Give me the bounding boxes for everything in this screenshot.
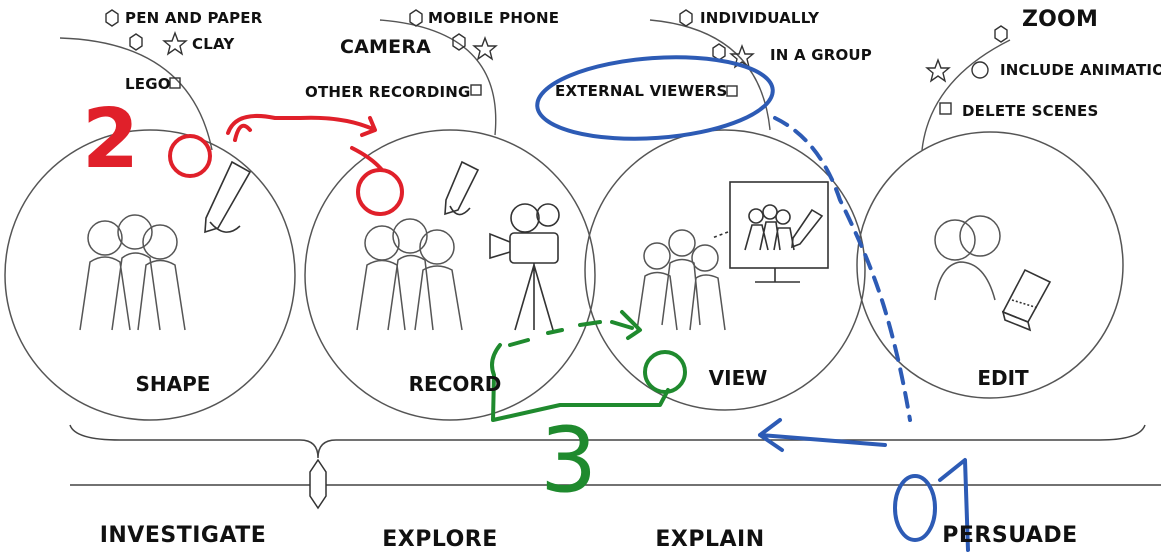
phase-brace bbox=[69, 424, 1146, 459]
red-annotation bbox=[168, 113, 404, 216]
shape-circle bbox=[4, 129, 296, 421]
phase-label-explore: EXPLORE bbox=[382, 527, 498, 552]
option-lego: LEGO bbox=[125, 75, 171, 93]
stage-label-record: RECORD bbox=[408, 372, 502, 396]
option-camera: CAMERA bbox=[340, 36, 432, 58]
phase-label-persuade: PERSUADE bbox=[942, 523, 1078, 548]
option-delete-scenes: DELETE SCENES bbox=[962, 102, 1099, 120]
stage-label-edit: EDIT bbox=[977, 366, 1029, 390]
option-include-animation: INCLUDE ANIMATION bbox=[1000, 61, 1161, 79]
star-icon bbox=[162, 31, 951, 83]
square-icon bbox=[169, 77, 952, 115]
edit-options-arc bbox=[921, 39, 1011, 151]
video-camera-icon bbox=[489, 203, 560, 331]
hexagon-icon bbox=[105, 9, 1008, 61]
green-number: 3 bbox=[540, 408, 598, 513]
option-external-viewers: EXTERNAL VIEWERS bbox=[555, 82, 728, 100]
option-in-a-group: IN A GROUP bbox=[770, 46, 872, 64]
phase-label-investigate: INVESTIGATE bbox=[99, 523, 267, 548]
stage-label-view: VIEW bbox=[708, 366, 768, 390]
option-individually: INDIVIDUALLY bbox=[700, 9, 820, 27]
screen-icon bbox=[711, 181, 829, 283]
view-circle bbox=[584, 129, 866, 411]
circle-icon bbox=[971, 61, 989, 79]
option-clay: CLAY bbox=[192, 35, 235, 53]
people-icon bbox=[79, 214, 1001, 331]
record-options-arc bbox=[379, 19, 497, 136]
blue-annotation bbox=[535, 55, 970, 552]
green-annotation bbox=[490, 310, 687, 422]
red-number: 2 bbox=[82, 92, 140, 187]
stage-label-shape: SHAPE bbox=[135, 372, 211, 396]
option-other-recording: OTHER RECORDING bbox=[305, 83, 471, 101]
phase-label-explain: EXPLAIN bbox=[655, 527, 765, 552]
pencil-icon bbox=[204, 160, 824, 249]
shape-options-arc bbox=[59, 37, 213, 151]
option-zoom: ZOOM bbox=[1022, 7, 1099, 32]
record-circle bbox=[304, 129, 596, 421]
timeline-marker bbox=[309, 458, 327, 510]
option-pen-and-paper: PEN AND PAPER bbox=[125, 9, 263, 27]
laptop-icon bbox=[1001, 268, 1052, 332]
edit-circle bbox=[856, 131, 1124, 399]
view-options-arc bbox=[649, 19, 771, 131]
option-mobile-phone: MOBILE PHONE bbox=[428, 9, 560, 27]
